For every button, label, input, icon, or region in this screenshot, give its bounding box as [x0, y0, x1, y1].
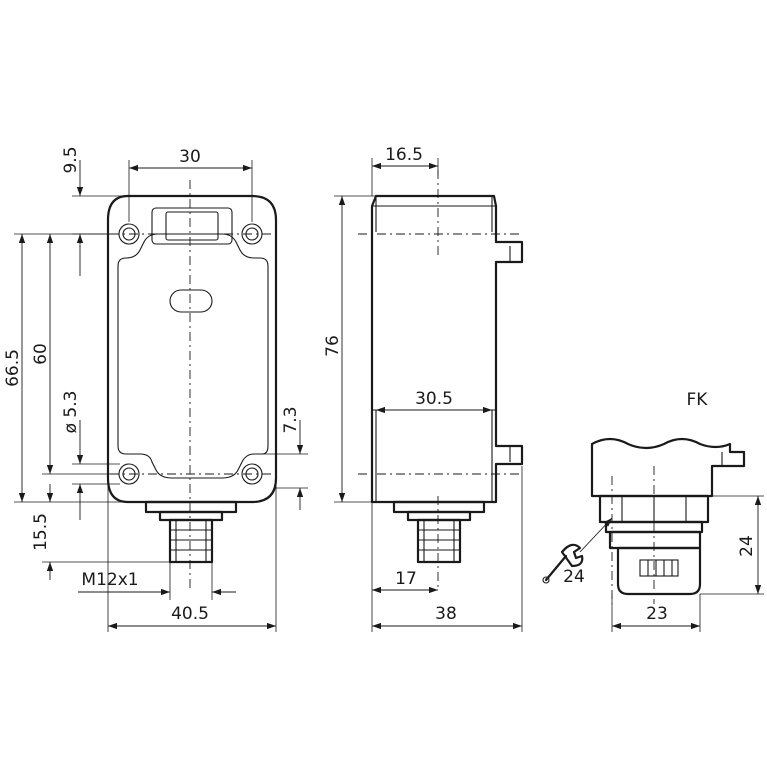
- dim-detail-height: 24: [737, 535, 757, 557]
- side-connector-flange: [392, 500, 486, 514]
- front-led-slot: [169, 289, 213, 313]
- front-connector-neck: [158, 510, 224, 522]
- detail-connector-base: [616, 546, 702, 596]
- dim-detail-wrench: 24: [563, 567, 585, 587]
- dim-front-top-width: 30: [179, 147, 201, 167]
- dim-front-hole-diameter: ø 5.3: [61, 391, 81, 434]
- dim-side-top-offset: 16.5: [385, 145, 423, 165]
- detail-title: FK: [687, 390, 709, 410]
- dim-front-thread: M12x1: [81, 570, 138, 590]
- side-connector-body: [416, 518, 462, 564]
- detail-housing: [590, 437, 746, 498]
- dim-side-height: 76: [323, 335, 343, 357]
- front-inner-outline: [117, 233, 269, 479]
- front-housing-outline: [106, 194, 278, 504]
- detail-connector-key: [639, 559, 679, 577]
- front-connector-flange: [144, 500, 238, 514]
- dim-side-depth: 38: [435, 604, 457, 624]
- side-housing-outline: [370, 194, 524, 504]
- detail-nut-lower: [608, 530, 702, 550]
- detail-view-fk: FK 24 24: [542, 390, 764, 632]
- dim-front-height-outer: 66.5: [3, 349, 23, 387]
- dim-front-width: 40.5: [171, 604, 209, 624]
- dim-front-top-offset: 9.5: [61, 146, 81, 173]
- dim-front-hole-offset: 7.3: [281, 406, 301, 433]
- side-connector-neck: [406, 510, 472, 522]
- side-view: 16.5 76 30.5 17 38: [323, 145, 524, 632]
- front-view: 30 9.5 66.5 60 ø 5.3 7.3 15.5: [3, 146, 308, 632]
- front-top-window-inner: [165, 211, 219, 241]
- dim-front-connector-height: 15.5: [31, 513, 51, 551]
- dim-front-height-holes: 60: [31, 343, 51, 365]
- dim-side-connector-offset: 17: [395, 569, 417, 589]
- dim-side-inner-width: 30.5: [415, 389, 453, 409]
- wrench-icon: [542, 543, 584, 584]
- dim-detail-width: 23: [646, 604, 668, 624]
- front-top-window: [151, 207, 233, 245]
